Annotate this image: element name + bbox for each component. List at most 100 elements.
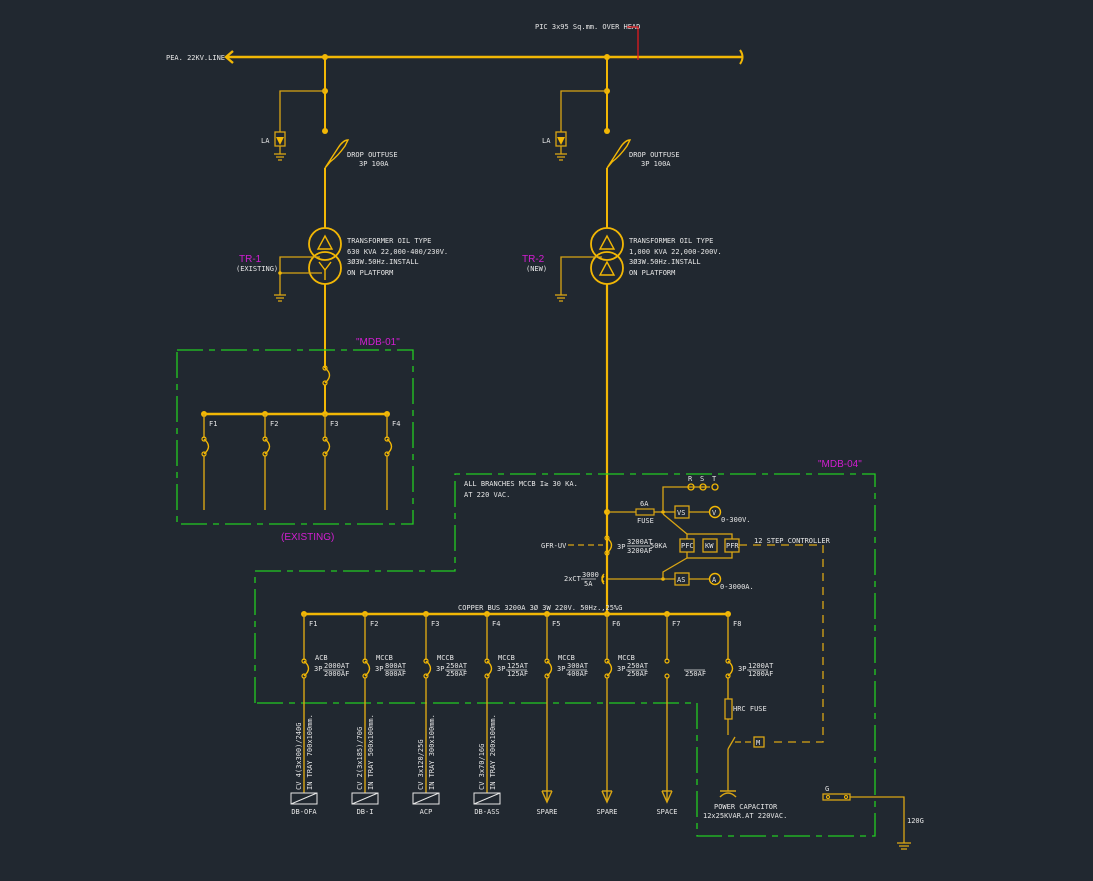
main-breaker-ka: 50KA [650,542,668,550]
breaker-af: 2000AF [324,670,349,678]
line-arrow-icon [224,50,234,64]
tr1-status: (EXISTING) [236,265,278,273]
contactor-label: M [756,739,760,747]
breaker-poles: 3P [375,665,383,673]
mdb01-feeder: F3 [322,411,338,510]
load-label: DB-ASS [474,808,499,816]
arrow-down-icon [601,790,613,804]
circuit-breaker-icon [322,436,331,457]
hrc-fuse-label: HRC FUSE [733,705,767,713]
tr2-tag: TR-2 [522,254,545,265]
breaker-at: 250AT [446,662,468,670]
feeder-label: F2 [370,620,378,628]
breaker-at: 2000AT [324,662,350,670]
controller-boxes: PFC KW PFR [679,538,740,553]
db-diagonal [412,792,440,805]
cable-spec: CV 3x120/25G [417,739,425,790]
neutral-node [278,271,282,275]
circuit-breaker-icon [384,436,393,457]
breaker-type: MCCB [376,654,393,662]
hrc-fuse-icon [724,698,733,720]
feeder-label: F4 [392,420,400,428]
tr1-fuse-label-1: DROP OUTFUSE [347,151,398,159]
fuse-rating: 6A [640,500,649,508]
db-diagonal [290,792,318,805]
ammeter-icon [708,572,722,586]
fuse-top-node [604,128,610,134]
controller-label: 12 STEP CONTROLLER [754,537,831,545]
la-lead [560,90,607,132]
tr1-branch: LA DROP OUTFUSE 3P 100A TR-1 (EXISTING) … [236,57,448,368]
cable-spec: CV 4(3x300)/240G [295,723,303,790]
db-diagonal [351,792,379,805]
ground-bar-bolt [844,795,848,799]
ct-ratio-bottom: 5A [584,580,593,588]
line-break-icon [739,49,744,65]
cable-route: IN TRAY 700x100mm. [306,714,314,790]
capacitor-plate-icon [719,792,737,798]
mdb01-feeder: F1 [201,411,217,510]
phase-terminals: R S T [687,475,719,491]
main-breaker-af: 3200AF [627,547,652,555]
pfc-box [679,538,695,553]
tr1-fuse-label-2: 3P 100A [359,160,389,168]
tr1-spec-3: 3Ø3W.50Hz.INSTALL [347,258,419,266]
breaker-af: 1200AF [748,670,773,678]
breaker-af: 250AF [685,670,706,678]
transformer-primary-icon [308,227,342,261]
load-label: ACP [420,808,433,816]
ground-icon [274,294,286,302]
mdb01-status: (EXISTING) [281,532,334,543]
phase-s-label: S [700,475,704,483]
load-label: SPARE [536,808,557,816]
ammeter-symbol: A [712,576,717,584]
tr2-spec-2: 1,000 KVA 22,000-200V. [629,248,722,256]
kw-box [702,538,718,553]
overhead-label: PIC 3x95 Sq.mm. OVER HEAD [535,23,640,31]
circuit-breaker-icon [362,658,371,679]
breaker-poles: 3P [497,665,505,673]
bus-label: COPPER BUS 3200A 3Ø 3W 220V. 50Hz.,25%G [458,604,622,612]
terminal-t-icon [711,483,719,491]
main-breaker-at: 3200AT [627,538,653,546]
vs-label: VS [677,509,685,517]
pfr-label: PFR [726,542,739,550]
breaker-poles: 3P [436,665,444,673]
la-lead [279,90,325,132]
feeder-label: F5 [552,620,560,628]
mdb04-tag: "MDB-04" [818,459,862,470]
breaker-at: 125AT [507,662,529,670]
circuit-breaker-icon [423,658,432,679]
cable-spec: CV 2(3x185)/70G [356,727,364,790]
feeder-label: F8 [733,620,741,628]
breaker-type: MCCB [498,654,515,662]
load-label: SPACE [656,808,677,816]
tr2-fuse-label-1: DROP OUTFUSE [629,151,680,159]
tr1-tag: TR-1 [239,254,262,265]
main-breaker-poles: 3P [617,543,625,551]
circuit-breaker-icon [301,658,310,679]
breaker-poles: 3P [314,665,322,673]
cable-route: IN TRAY 200x100mm. [489,714,497,790]
voltmeter-range: 0-300V. [721,516,751,524]
feeder-label: F3 [330,420,338,428]
feeder-label: F4 [492,620,500,628]
drop-out-fuse-icon [324,139,350,169]
ground-icon [555,294,567,302]
transformer-primary-icon [590,227,624,261]
voltmeter-icon [708,505,722,519]
circuit-breaker-icon [201,436,210,457]
control-wire [739,544,824,743]
breaker-at: 250AT [627,662,649,670]
breaker-type: MCCB [437,654,454,662]
mdb04-boundary [254,473,876,837]
breaker-af: 800AF [385,670,406,678]
circuit-breaker-icon [725,658,734,679]
contactor-coil-box [753,736,765,748]
contactor-switch-icon [727,736,736,750]
feeder-label: F1 [209,420,217,428]
load-label: DB-I [357,808,374,816]
